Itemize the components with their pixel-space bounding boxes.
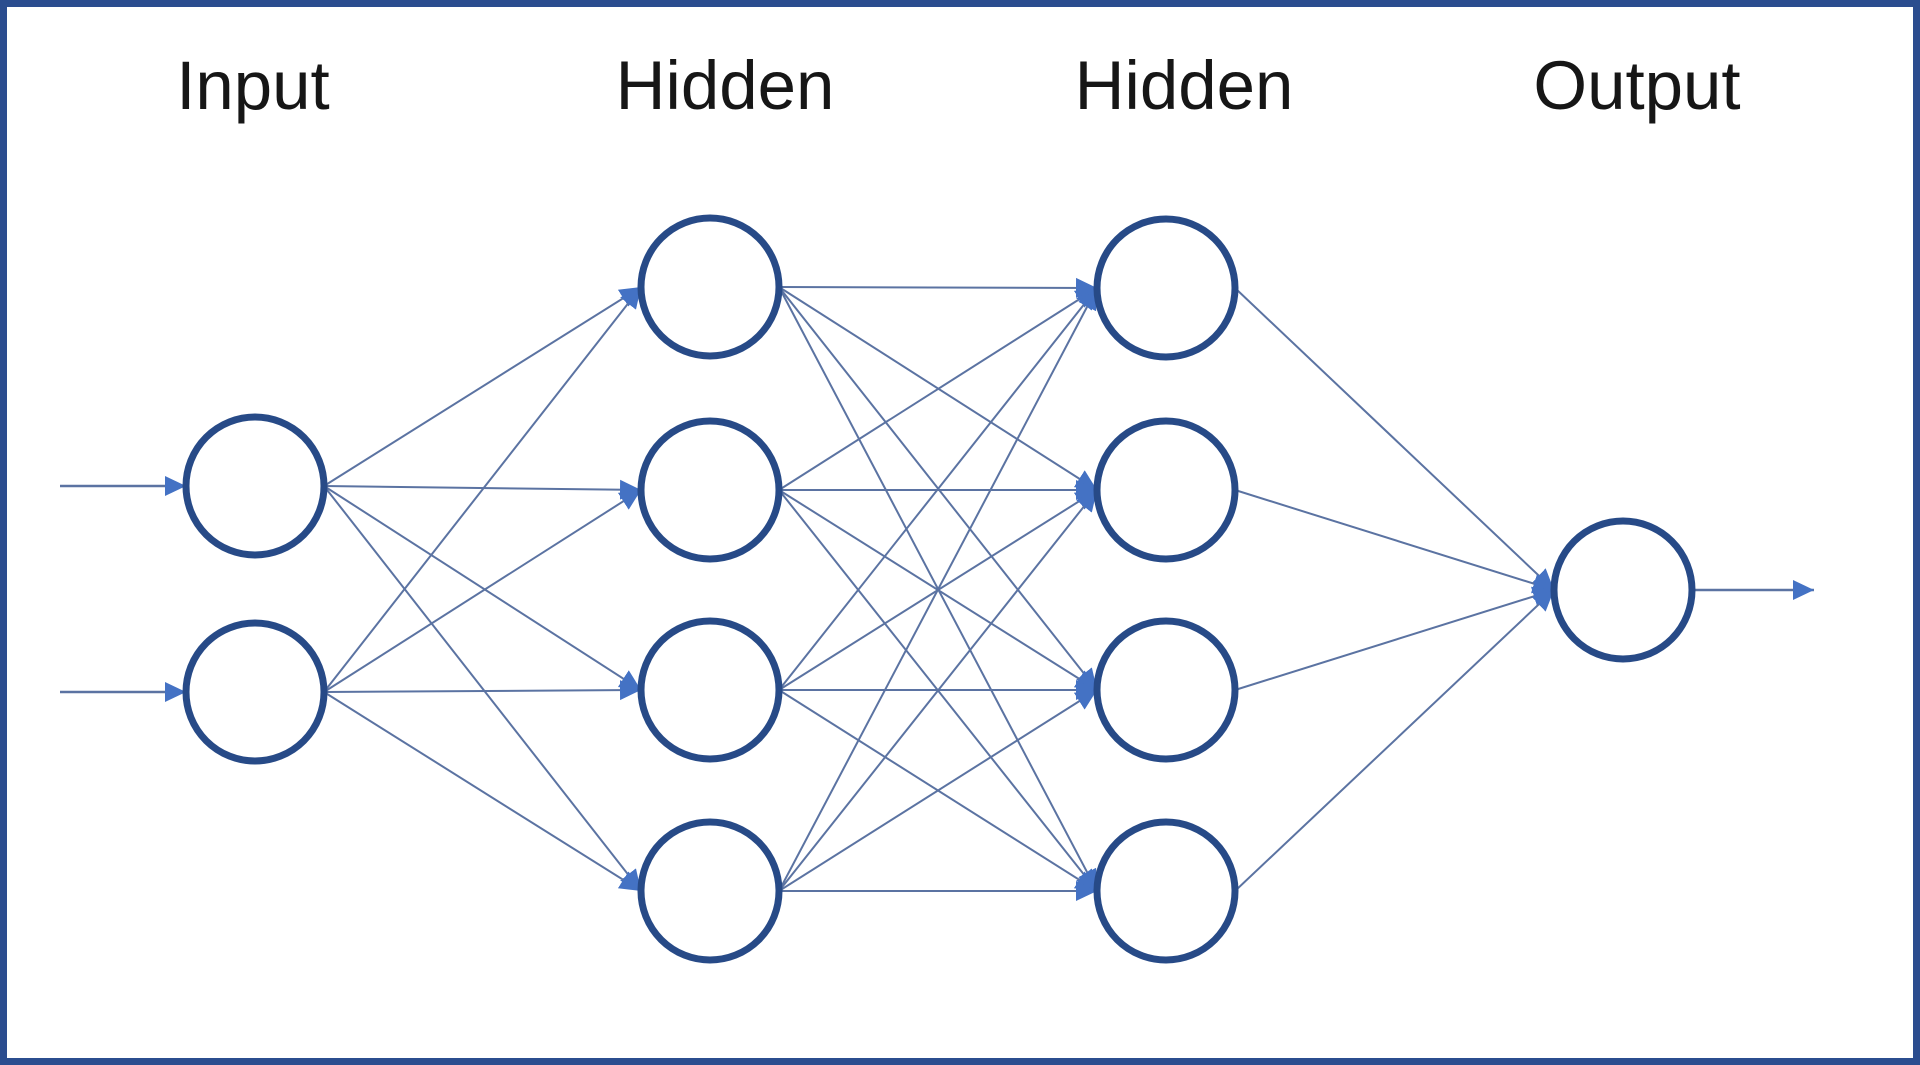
node-hidden1-2: [637, 417, 783, 563]
edge-hidden21-to-output0: [1234, 489, 1555, 594]
external-arrows-group: [60, 476, 1814, 702]
edge-input0-to-hidden12: [323, 485, 642, 691]
nodes-group: [182, 214, 1696, 964]
layer-label-output: Output: [1533, 47, 1741, 124]
edges-group: [323, 277, 1555, 901]
edge-hidden12-to-hidden20: [778, 287, 1098, 691]
layer-label-hidden-1: Hidden: [615, 47, 835, 124]
node-input-1: [182, 413, 328, 559]
node-hidden1-1: [637, 214, 783, 360]
node-hidden2-4: [1093, 818, 1239, 964]
edge-hidden22-to-output0: [1234, 586, 1555, 691]
layer-label-hidden-2: Hidden: [1074, 47, 1294, 124]
edge-hidden13-to-hidden22: [778, 689, 1098, 892]
layer-label-input: Input: [176, 47, 330, 124]
network-graph: [60, 214, 1814, 964]
edge-input1-to-hidden13: [323, 691, 642, 892]
edge-input0-to-hidden10: [323, 286, 642, 487]
node-hidden2-3: [1093, 617, 1239, 763]
node-output-1: [1550, 517, 1696, 663]
edge-hidden10-to-hidden20: [778, 277, 1098, 298]
edge-input1-to-hidden12: [323, 680, 642, 701]
edge-hidden13-to-hidden21: [778, 489, 1098, 892]
edge-hidden13-to-hidden20: [778, 287, 1098, 892]
edge-hidden20-to-output0: [1234, 287, 1555, 591]
edge-hidden11-to-hidden20: [778, 287, 1098, 491]
edge-input0-to-hidden13: [323, 485, 642, 892]
edge-hidden23-to-output0: [1234, 589, 1555, 892]
edge-input1-to-hidden10: [323, 286, 642, 693]
edge-input1-to-hidden11: [323, 489, 642, 693]
node-hidden2-1: [1093, 215, 1239, 361]
node-hidden1-4: [637, 818, 783, 964]
node-hidden2-2: [1093, 417, 1239, 563]
node-input-2: [182, 619, 328, 765]
node-hidden1-3: [637, 617, 783, 763]
